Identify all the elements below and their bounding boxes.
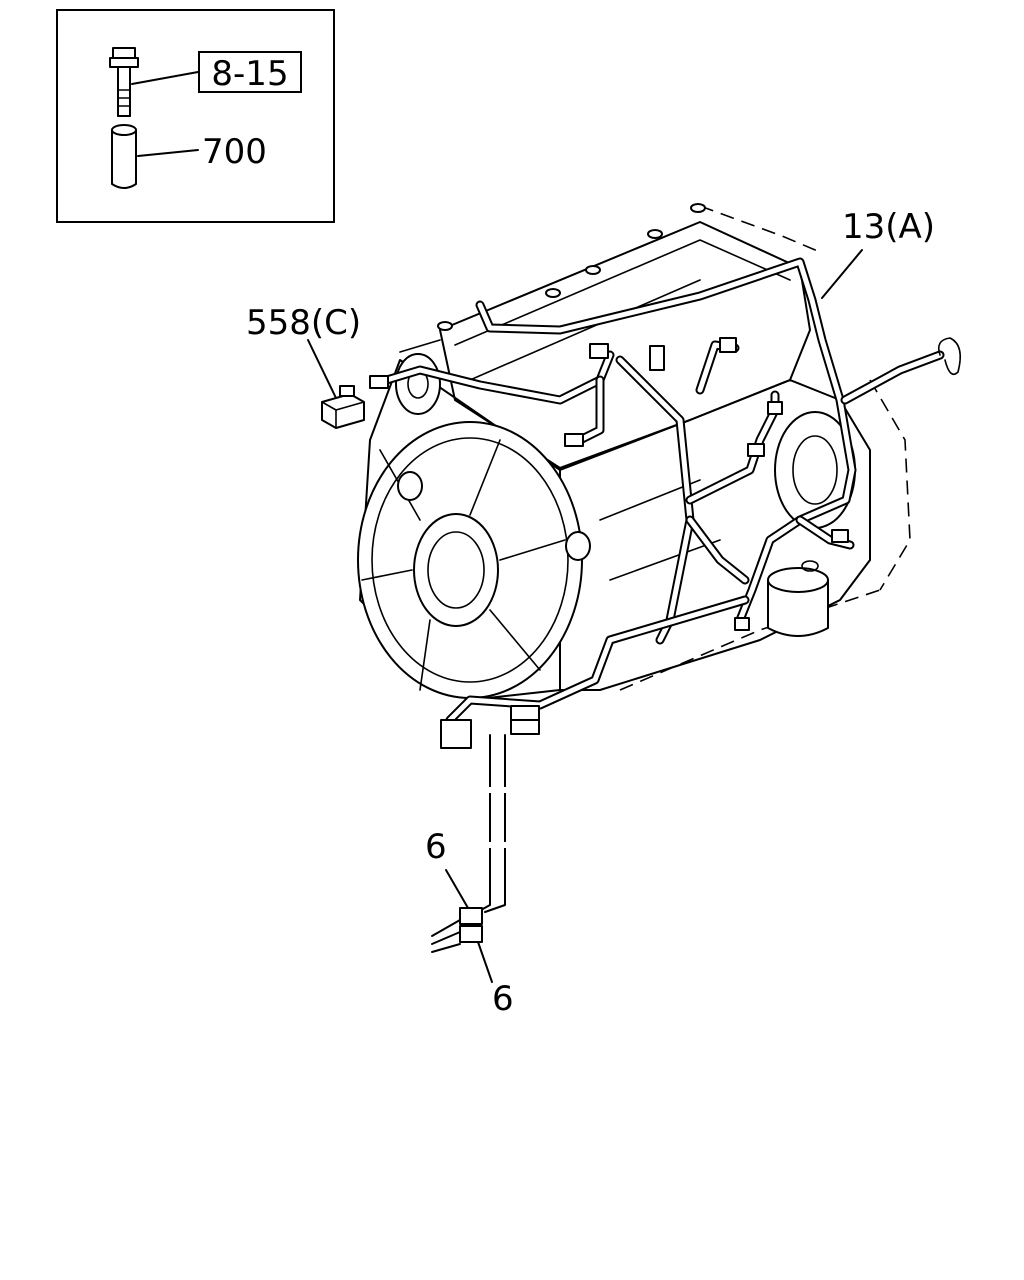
connector-block — [440, 719, 472, 749]
ref-label: 8-15 — [211, 54, 288, 94]
engine-block — [357, 203, 911, 701]
callout-clip-lower: 6 — [492, 979, 514, 1019]
callout-harness: 13(A) — [842, 207, 935, 247]
callout-connector: 558(C) — [246, 303, 361, 343]
sleeve-icon — [111, 124, 137, 189]
part-label-700: 700 — [202, 132, 267, 172]
callout-clip-upper: 6 — [425, 827, 447, 867]
connector-558-icon — [321, 385, 365, 429]
fan-icon — [357, 421, 591, 699]
ref-box — [198, 51, 302, 93]
wiring-harness — [369, 257, 961, 953]
inset-panel: 8-15 700 — [56, 9, 335, 223]
bolt-icon — [109, 47, 139, 117]
